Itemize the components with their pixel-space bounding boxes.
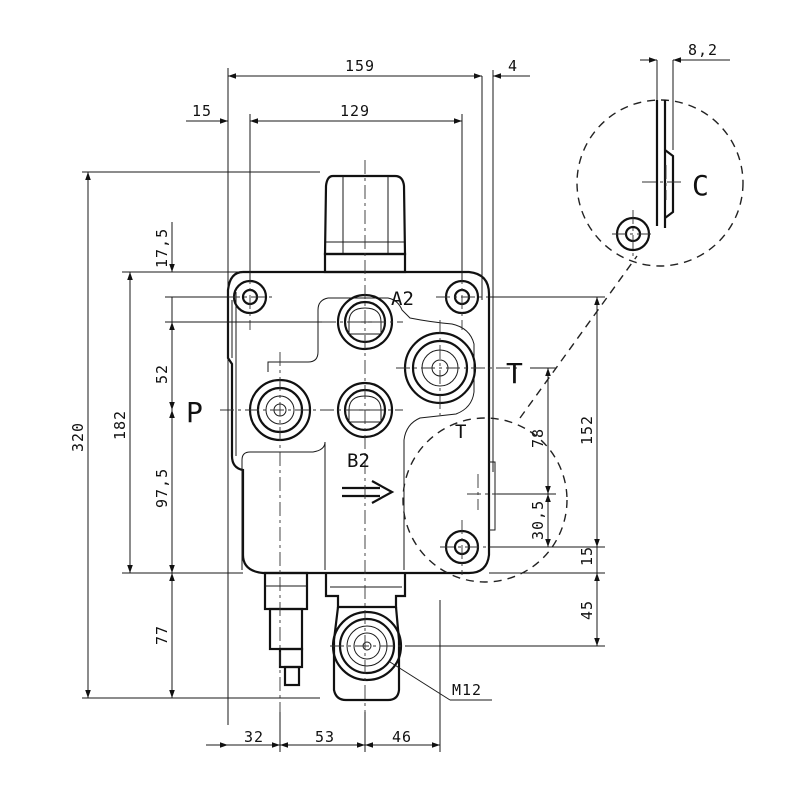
inner-contour-right <box>328 297 475 570</box>
dim-15-top-label: 15 <box>192 102 212 120</box>
dim-17-5-label: 17,5 <box>153 228 171 268</box>
m12-leader <box>389 661 451 701</box>
dim-15-right-label: 15 <box>578 546 596 566</box>
dimension-lines <box>82 57 730 752</box>
dim-320-label: 320 <box>69 422 87 452</box>
port-t-right-label: T <box>506 357 523 390</box>
detail-circle-c <box>576 99 744 267</box>
dim-32-label: 32 <box>244 728 264 746</box>
dim-4-label: 4 <box>508 57 518 75</box>
port-labels: A2 B2 P T T M12 C <box>186 169 709 699</box>
dim-77-label: 77 <box>153 625 171 645</box>
dim-8-2-label: 8,2 <box>688 41 718 59</box>
centre-lines <box>220 160 520 712</box>
dim-30-5-label: 30,5 <box>529 500 547 540</box>
port-t-lower-label: T <box>455 421 466 443</box>
body-right-step <box>489 461 496 531</box>
dim-46-label: 46 <box>392 728 412 746</box>
dim-53-label: 53 <box>315 728 335 746</box>
m12-label: M12 <box>452 681 482 699</box>
inner-contour-left <box>267 297 329 372</box>
stem-neck <box>278 647 304 669</box>
dim-97-5-label: 97,5 <box>153 468 171 508</box>
detail-c-profile <box>655 100 675 228</box>
stem-head <box>263 571 309 611</box>
stem-tip <box>283 665 301 687</box>
body-side-edge <box>231 292 237 456</box>
dim-152-label: 152 <box>578 415 596 445</box>
dim-78-label: 78 <box>529 428 547 448</box>
dim-182-label: 182 <box>111 410 129 440</box>
detail-circles <box>402 60 744 583</box>
detail-c-label: C <box>692 169 709 202</box>
lever-assembly <box>324 573 407 702</box>
dimension-labels: 159 4 15 129 8,2 320 182 17,5 52 97,5 77… <box>69 41 718 746</box>
dim-45-label: 45 <box>578 600 596 620</box>
left-stem <box>263 571 309 687</box>
dim-52-label: 52 <box>153 364 171 384</box>
port-a2-label: A2 <box>391 288 414 310</box>
lever-collar <box>324 573 407 609</box>
detail-leader <box>519 255 638 419</box>
port-p-label: P <box>186 396 203 429</box>
detail-circle-lower <box>402 417 568 583</box>
stem-sleeve <box>268 607 304 651</box>
port-b2-label: B2 <box>347 450 370 472</box>
dim-159-label: 159 <box>345 57 375 75</box>
dim-129-label: 129 <box>340 102 370 120</box>
flow-arrow-icon <box>342 480 395 504</box>
inner-contour-lower <box>241 441 326 570</box>
lever-body <box>332 606 401 702</box>
